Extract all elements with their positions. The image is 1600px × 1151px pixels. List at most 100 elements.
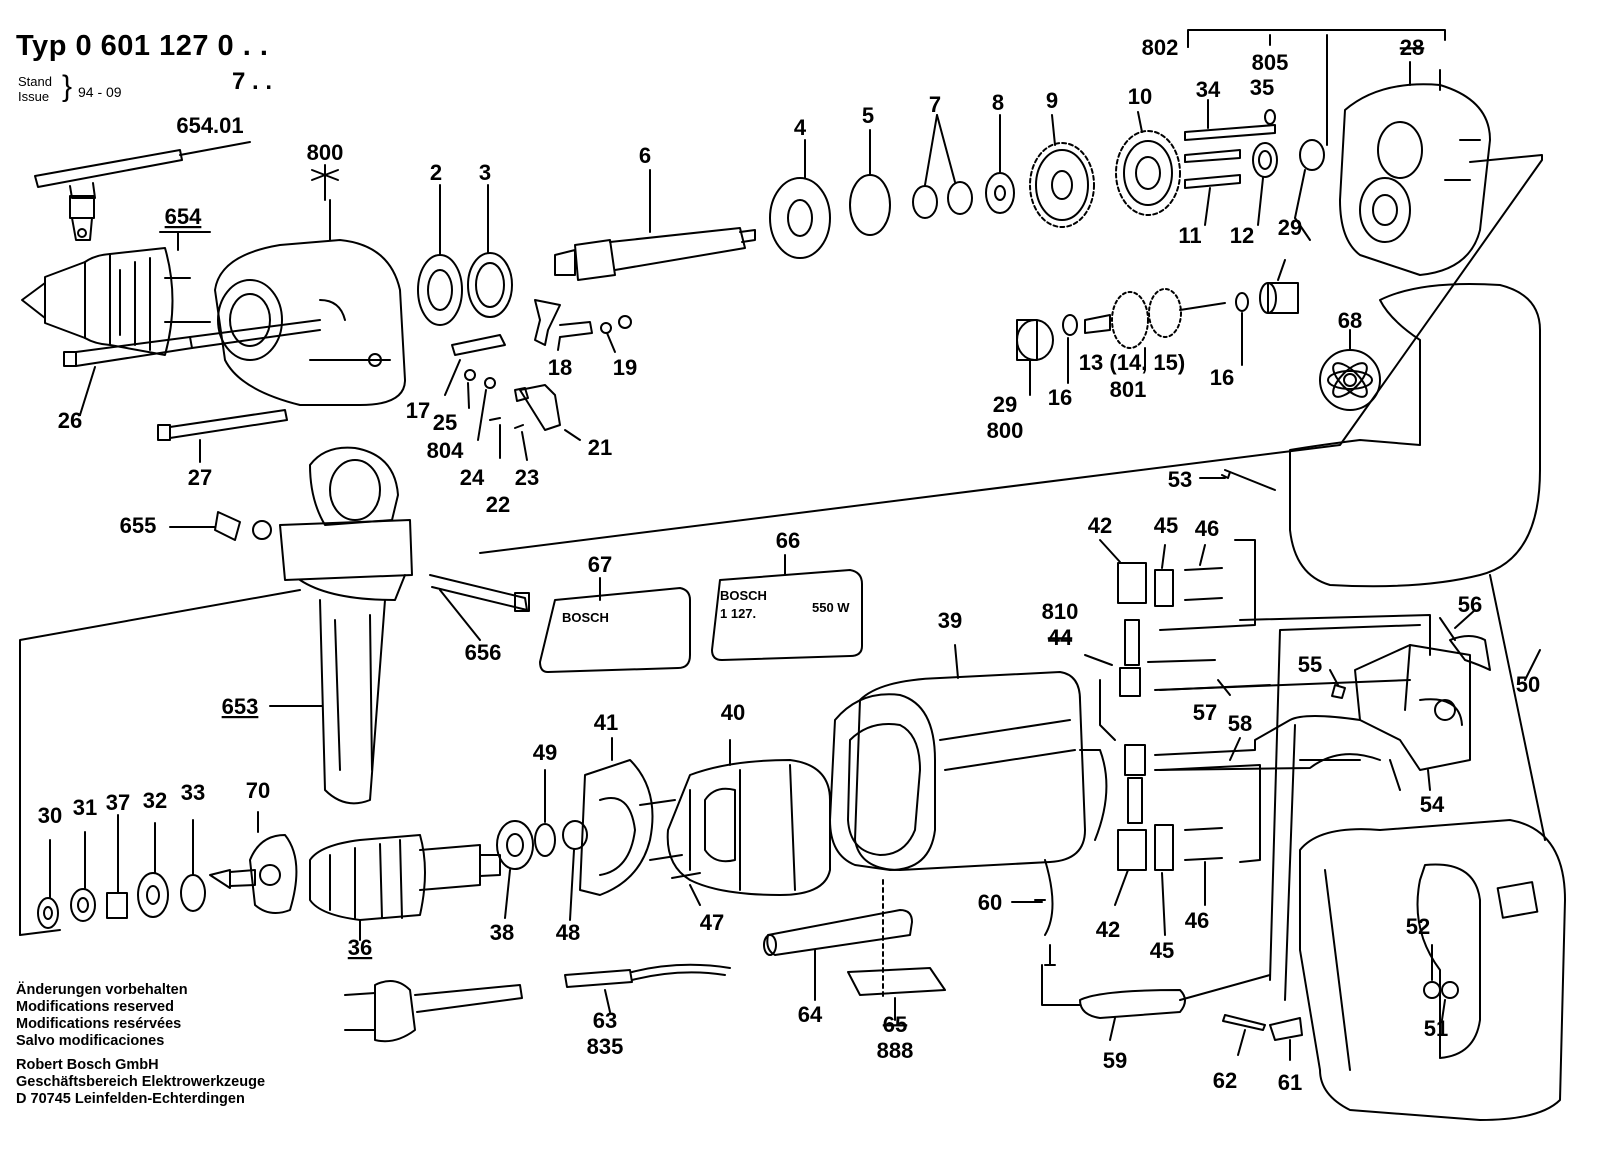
part-number: 22 (486, 492, 510, 517)
ball-bearing-4 (769, 139, 831, 259)
part-number: 59 (1103, 1048, 1127, 1073)
part-number: 11 (1178, 223, 1201, 248)
cable-sleeve-64 (763, 909, 913, 1001)
part-number: 62 (1213, 1068, 1237, 1093)
part-number: 32 (143, 788, 167, 813)
stand-label: Stand (18, 74, 52, 89)
part-number: 13 (14, 15) (1079, 350, 1185, 375)
part-number: 4 (794, 115, 807, 140)
leader-lines (159, 61, 1411, 251)
switch-parts (444, 299, 632, 461)
part-number: 653 (222, 694, 259, 719)
part-number: 2 (430, 160, 442, 185)
part-number: 45 (1150, 938, 1174, 963)
type-number-heading: Typ 0 601 127 0 . . (16, 30, 269, 62)
part-number: 23 (515, 465, 539, 490)
part-number: 70 (246, 778, 270, 803)
part-number: 27 (188, 465, 212, 490)
part-number: 42 (1088, 513, 1112, 538)
address-line: D 70745 Leinfelden-Echterdingen (16, 1091, 245, 1107)
part-number: 55 (1298, 652, 1322, 677)
part-number: 49 (533, 740, 557, 765)
part-number: 3 (479, 160, 491, 185)
part-number: 804 (427, 438, 464, 463)
part-number: 40 (721, 700, 745, 725)
type-variant: 7 . . (232, 68, 273, 95)
part-number: 60 (978, 890, 1002, 915)
frame-lines (19, 29, 1546, 936)
part-number: 35 (1250, 75, 1274, 100)
gear-cover-28 (1339, 69, 1491, 276)
part-number: 54 (1420, 792, 1445, 817)
notice-line: Modifications resérvées (16, 1016, 182, 1032)
label-66-power: 550 W (812, 600, 850, 615)
chuck-key (34, 149, 183, 241)
part-number: 888 (877, 1038, 914, 1063)
screws-26-27 (63, 319, 321, 463)
part-number: 46 (1185, 908, 1209, 933)
bearing-38-washers (496, 769, 588, 921)
part-number: 33 (181, 780, 205, 805)
part-number: 16 (1048, 385, 1072, 410)
part-number: 28 (1400, 35, 1424, 60)
part-number: 46 (1195, 516, 1219, 541)
part-number: 61 (1278, 1070, 1302, 1095)
issue-date: 94 - 09 (78, 84, 122, 100)
gear-10 (1115, 111, 1181, 216)
notice-line: Salvo modificaciones (16, 1033, 165, 1049)
part-number: 8 (992, 90, 1004, 115)
gear-9 (1029, 114, 1095, 228)
part-number: 19 (613, 355, 637, 380)
handle-housing (1199, 283, 1541, 681)
part-number: 7 (929, 92, 941, 117)
lower-handle-housing (1299, 819, 1566, 1121)
company-address: Robert Bosch GmbH Geschäftsbereich Elekt… (16, 1057, 265, 1108)
part-number: 810 (1042, 599, 1079, 624)
intermediate-shaft-801 (1016, 259, 1299, 396)
bearing-stack-30-33 (37, 814, 206, 929)
cable-clamp-61-62 (1222, 1014, 1303, 1061)
mains-plug-cable (344, 963, 731, 1043)
part-number: 26 (58, 408, 82, 433)
address-line: Geschäftsbereich Elektrowerkzeuge (16, 1074, 266, 1090)
part-number: 39 (938, 608, 962, 633)
rating-labels (539, 554, 863, 673)
part-number: 654 (165, 204, 202, 229)
part-number: 34 (1196, 77, 1221, 102)
motor-housing (829, 644, 1108, 1001)
part-number: 67 (588, 552, 612, 577)
part-number: 52 (1406, 914, 1430, 939)
part-number: 45 (1154, 513, 1178, 538)
part-number: 655 (120, 513, 157, 538)
part-number: 29 (1278, 215, 1302, 240)
part-number: 30 (38, 803, 62, 828)
part-number: 18 (548, 355, 572, 380)
part-number: 31 (73, 795, 97, 820)
issue-label: Issue (18, 89, 50, 104)
part-number: 58 (1228, 711, 1252, 736)
field-stator (666, 739, 831, 896)
spindle (554, 169, 756, 281)
part-number: 5 (862, 103, 874, 128)
circlips-7 (912, 114, 973, 219)
address-line: Robert Bosch GmbH (16, 1057, 159, 1073)
insulation-cover-65 (847, 967, 946, 1021)
part-number: 800 (987, 418, 1024, 443)
label-plate-67: BOSCH (562, 610, 609, 625)
part-number: 24 (460, 465, 485, 490)
part-number: 42 (1096, 917, 1120, 942)
part-number: 44 (1048, 625, 1073, 650)
part-number: 17 (406, 398, 430, 423)
part-number: 25 (433, 410, 457, 435)
suppressor-59 (1011, 859, 1271, 1041)
part-number: 6 (639, 143, 651, 168)
notice-line: Änderungen vorbehalten (16, 982, 188, 998)
part-number: 656 (465, 640, 502, 665)
part-number: 66 (776, 528, 800, 553)
part-number: 9 (1046, 88, 1058, 113)
part-number: 65 (883, 1012, 907, 1037)
part-number: 16 (1210, 365, 1234, 390)
part-number: 12 (1230, 223, 1254, 248)
drill-chuck (21, 247, 211, 356)
